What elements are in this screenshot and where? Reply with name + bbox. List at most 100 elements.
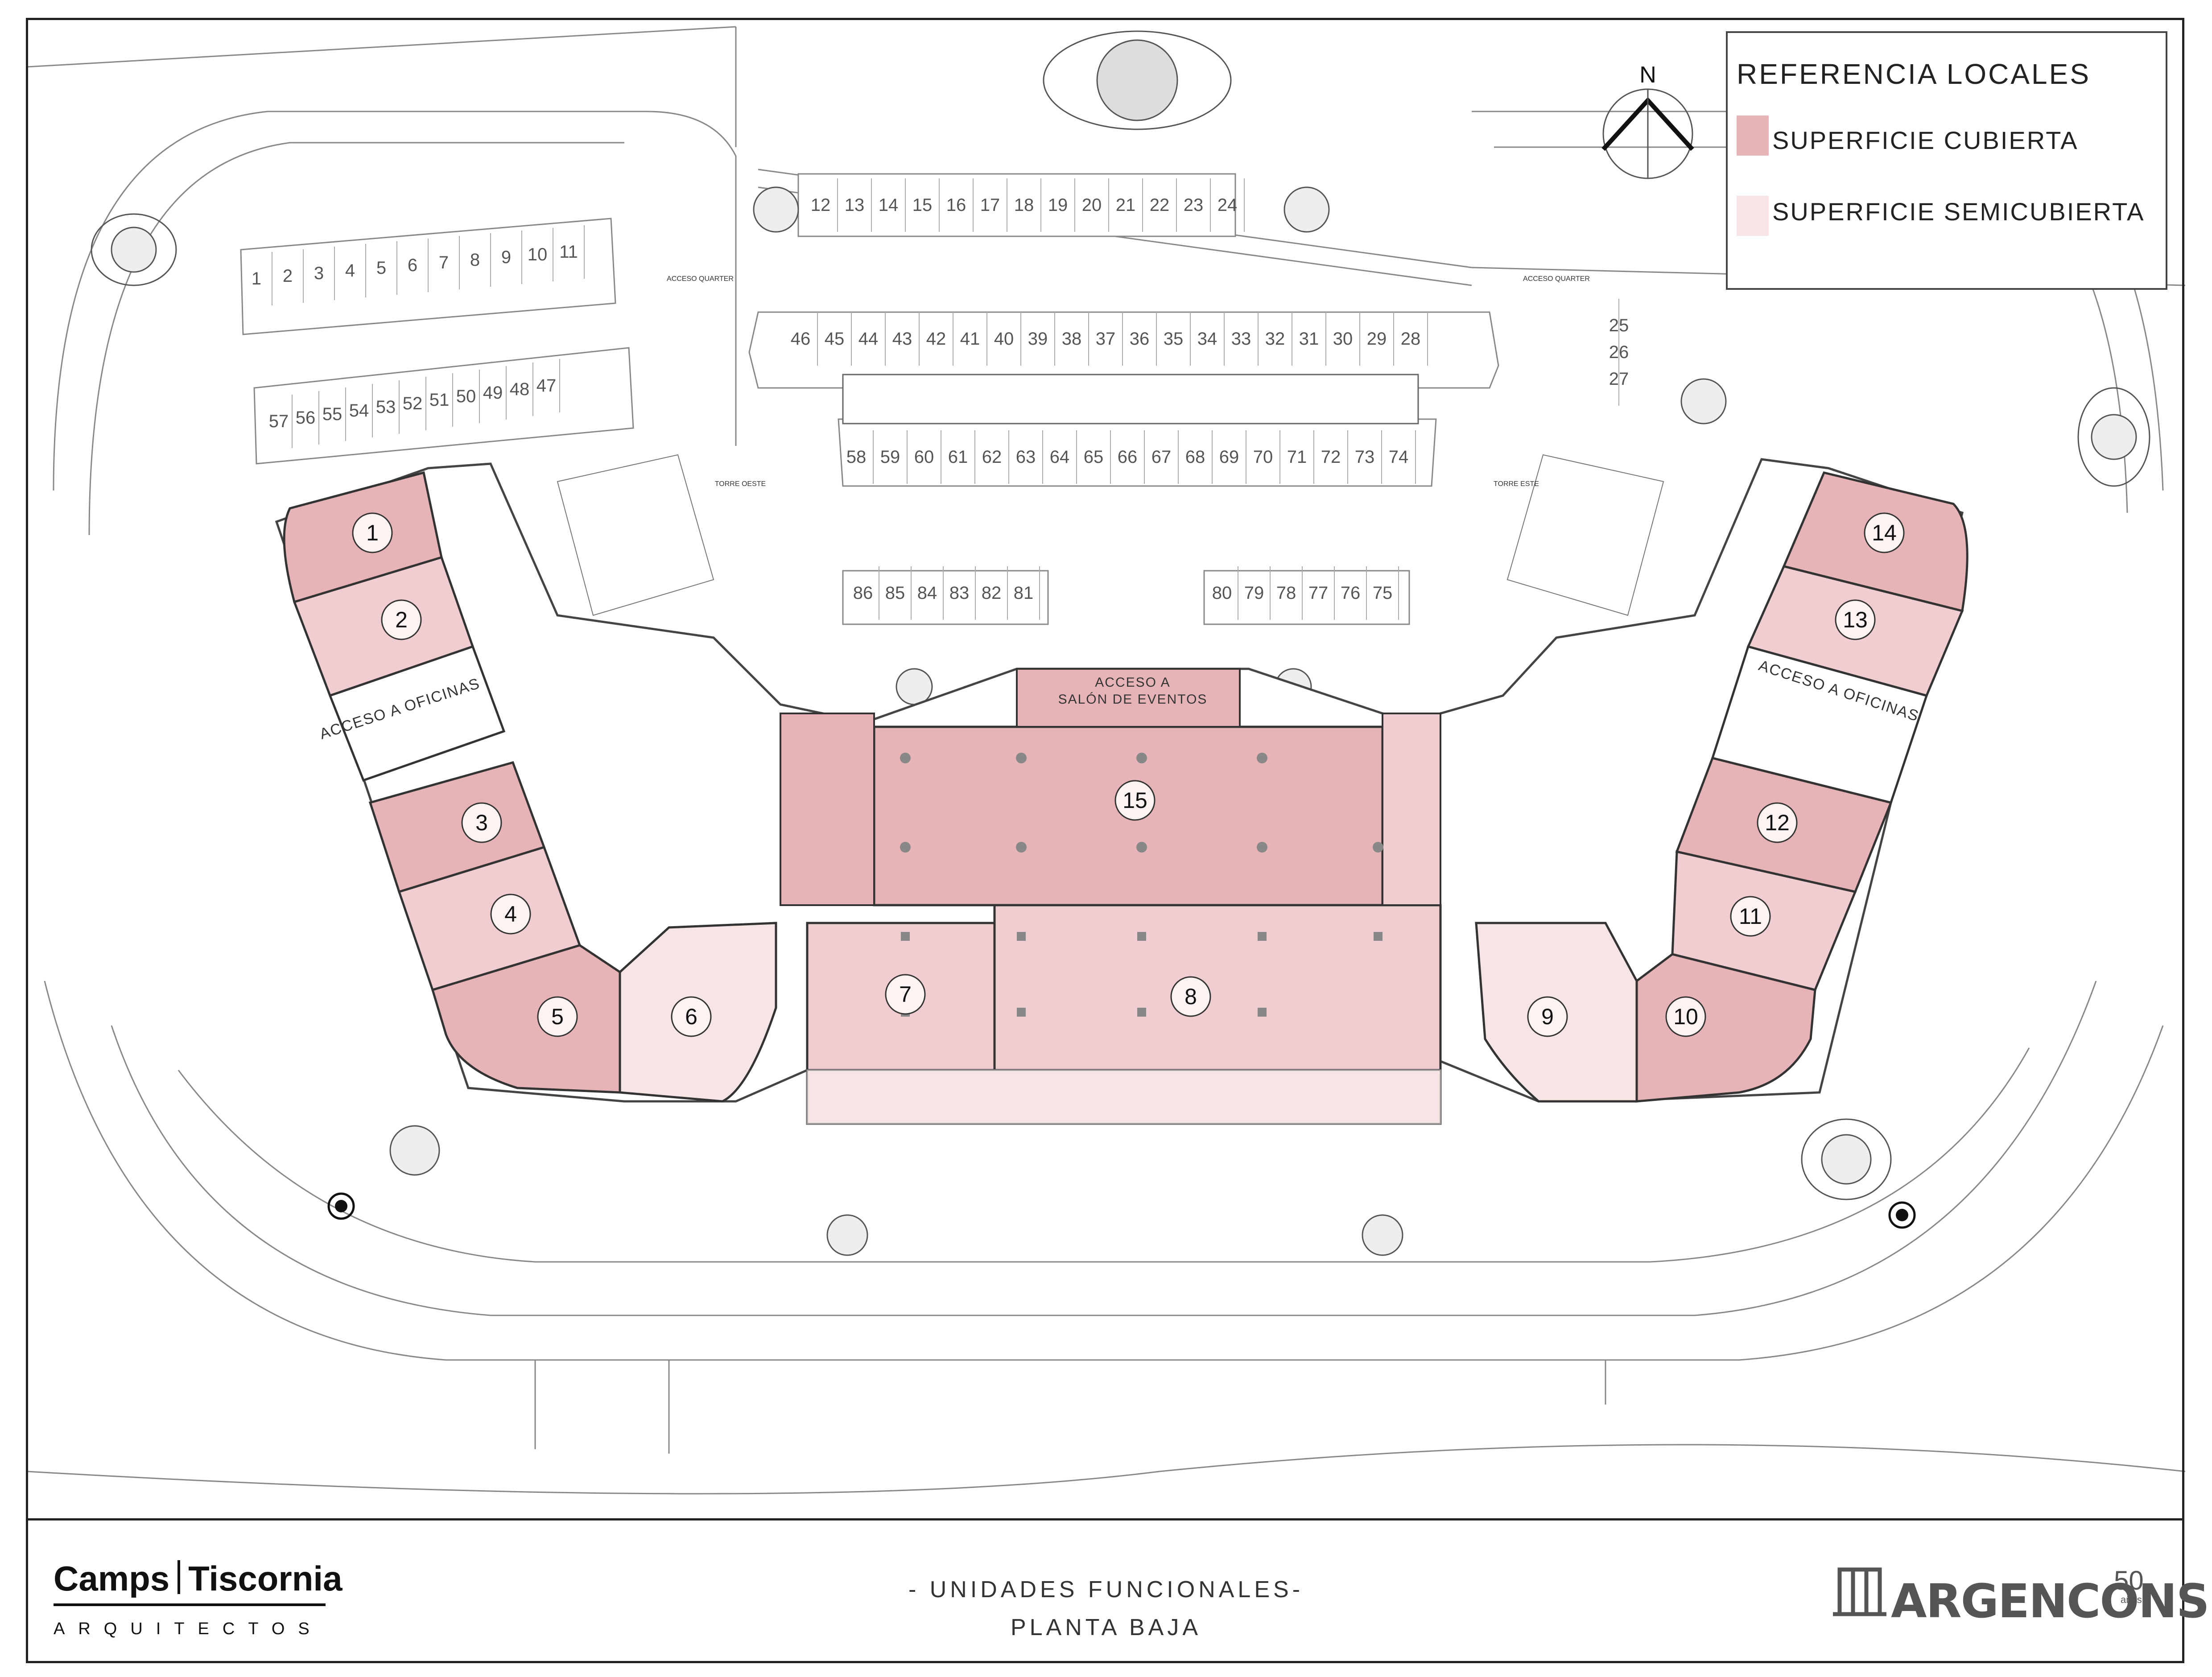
unit-number: 10 xyxy=(1673,1004,1698,1029)
parking-stall-label: 12 xyxy=(811,195,831,215)
parking-stall-label: 1 xyxy=(252,269,261,288)
parking-stall-label: 20 xyxy=(1082,195,1102,215)
parking-stall-label: 61 xyxy=(948,447,968,467)
unit-number: 6 xyxy=(685,1004,697,1029)
parking-stall-label: 86 xyxy=(853,583,873,603)
unit-number: 1 xyxy=(366,520,379,545)
parking-stall-label: 51 xyxy=(429,390,450,410)
unit-15-right xyxy=(1382,713,1441,906)
parking-stall-label: 83 xyxy=(949,583,970,603)
builder-years: 50 xyxy=(2114,1566,2144,1595)
parking-stall-label: 80 xyxy=(1212,583,1232,603)
unit-number: 5 xyxy=(551,1004,564,1029)
parking-stall-label: 59 xyxy=(880,447,900,467)
unit-number: 9 xyxy=(1541,1004,1554,1029)
parking-stall-label: 66 xyxy=(1118,447,1138,467)
parking-stall-label: 11 xyxy=(559,242,578,262)
parking-stall-label: 22 xyxy=(1150,195,1170,215)
unit-number: 11 xyxy=(1739,904,1762,929)
unit-badge xyxy=(1864,512,1905,553)
salon-line-1: ACCESO A xyxy=(1095,675,1170,690)
parking-stall-label: 21 xyxy=(1116,195,1136,215)
parking-stall-label: 36 xyxy=(1130,329,1150,349)
parking-stall-label: 31 xyxy=(1299,329,1319,349)
compass-icon: N xyxy=(1601,62,1694,179)
parking-stall-label: 24 xyxy=(1217,195,1238,215)
parking-stall-label: 41 xyxy=(960,329,980,349)
acceso-quarter-right: ACCESO QUARTER xyxy=(1523,275,1590,283)
parking-stall-label: 49 xyxy=(483,383,503,403)
parking-stall-label: 13 xyxy=(845,195,865,215)
parking-stall-label: 4 xyxy=(345,261,355,280)
unit-badge xyxy=(490,894,531,935)
parking-stall-label: 75 xyxy=(1373,583,1393,603)
parking-stall-label: 9 xyxy=(501,247,511,267)
drawing-frame xyxy=(26,18,2184,1663)
parking-stall-label: 78 xyxy=(1276,583,1296,603)
unit-8-semicubierta xyxy=(806,1069,1441,1125)
parking-stall-label: 67 xyxy=(1151,447,1172,467)
legend-label-cubierta: SUPERFICIE CUBIERTA xyxy=(1772,126,2079,154)
parking-stall-label: 16 xyxy=(946,195,966,215)
parking-stall-label: 85 xyxy=(885,583,905,603)
parking-stall-label: 50 xyxy=(456,387,476,406)
building-icon xyxy=(1833,1567,1886,1616)
parking-stall-label: 42 xyxy=(926,329,946,349)
parking-stall-label: 58 xyxy=(846,447,867,467)
legend-label-semicubierta: SUPERFICIE SEMICUBIERTA xyxy=(1772,198,2145,226)
unit-badge xyxy=(1835,599,1876,640)
parking-stall-label: 37 xyxy=(1096,329,1116,349)
parking-stall-label: 71 xyxy=(1287,447,1307,467)
builder-name: ARGENCONS xyxy=(1891,1574,2210,1628)
unit-number: 3 xyxy=(475,810,488,835)
parking-stall-label: 60 xyxy=(914,447,934,467)
torre-este: TORRE ESTE xyxy=(1494,480,1539,488)
parking-stall-label: 30 xyxy=(1333,329,1353,349)
unit-number: 4 xyxy=(504,902,517,927)
builder-years-sub: años xyxy=(2121,1594,2142,1605)
parking-stall-label: 84 xyxy=(917,583,937,603)
parking-stall-label: 10 xyxy=(528,245,548,264)
parking-stall-label: 29 xyxy=(1367,329,1387,349)
parking-stall-label: 18 xyxy=(1014,195,1034,215)
unit-5 xyxy=(431,944,621,1094)
unit-badge xyxy=(671,996,712,1037)
parking-stall-label: 69 xyxy=(1219,447,1239,467)
parking-stall-label: 14 xyxy=(879,195,899,215)
unit-acceso-izq xyxy=(328,645,506,782)
unit-badge xyxy=(1527,996,1568,1037)
parking-stall-label: 8 xyxy=(470,250,480,270)
parking-stall-label: 65 xyxy=(1084,447,1104,467)
parking-stall-label: 62 xyxy=(982,447,1002,467)
unit-badge xyxy=(461,802,502,843)
columns xyxy=(900,753,1383,1017)
unit-badge xyxy=(537,996,578,1037)
unit-number: 13 xyxy=(1843,607,1868,632)
unit-number: 8 xyxy=(1184,984,1197,1009)
parking-stall-label: 32 xyxy=(1265,329,1285,349)
parking-stall-label: 76 xyxy=(1341,583,1361,603)
unit-badge xyxy=(1730,896,1771,937)
parking-stall-label: 73 xyxy=(1355,447,1375,467)
sheet-title-2: PLANTA BAJA xyxy=(1010,1615,1202,1640)
unit-badge xyxy=(885,974,926,1015)
parking-stall-label: 38 xyxy=(1062,329,1082,349)
parking-stall-label: 3 xyxy=(314,264,324,283)
parking-stall-label: 2 xyxy=(283,266,293,286)
unit-badge xyxy=(1757,802,1798,843)
parking-stall-label: 56 xyxy=(296,408,316,428)
parking-stall-label: 6 xyxy=(408,255,417,275)
unit-badge xyxy=(1114,780,1156,821)
parking-stall-label: 57 xyxy=(269,412,289,431)
parking-mid xyxy=(748,311,1499,625)
builder-logo: ARGENCONS 50 años xyxy=(1833,1561,2210,1628)
parking-stall-label: 55 xyxy=(322,404,343,424)
acceso-quarter-left: ACCESO QUARTER xyxy=(667,275,734,283)
landmark-dots xyxy=(327,1192,1916,1229)
unit-badge xyxy=(1170,976,1211,1017)
unit-number: 14 xyxy=(1872,520,1897,545)
legend-swatch-cubierta xyxy=(1737,115,1769,156)
unit-number: 12 xyxy=(1765,810,1790,835)
